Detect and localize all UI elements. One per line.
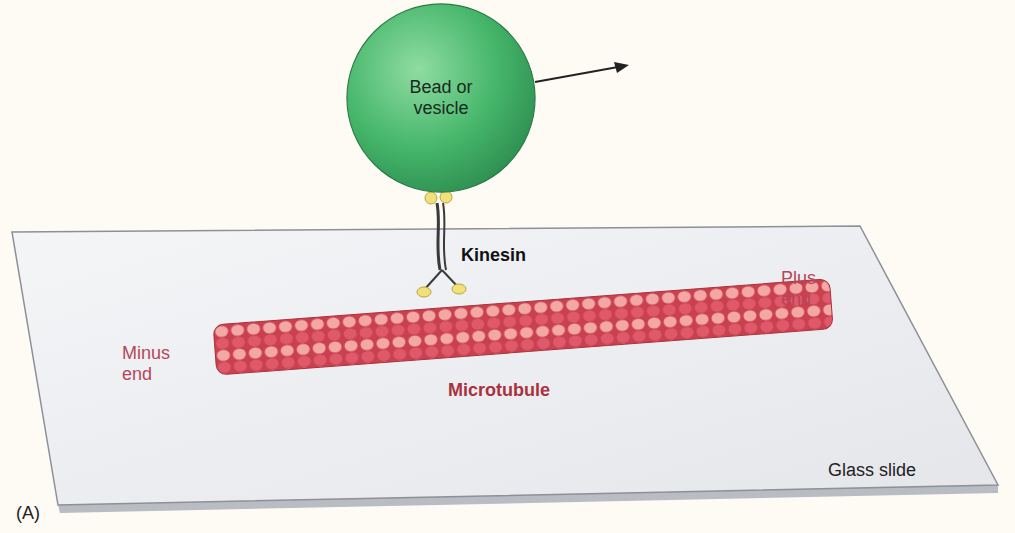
- end-label: Plus end: [781, 268, 837, 309]
- filament-label: Microtubule: [448, 380, 550, 401]
- panel-label: (A): [16, 503, 40, 524]
- bead-circle: Bead or vesicle: [345, 2, 537, 194]
- microtubule: [213, 279, 833, 375]
- motion-arrow: [535, 62, 629, 82]
- kinesin-motor: [417, 191, 466, 297]
- motor-label: Kinesin: [461, 245, 526, 266]
- glass-slide: [12, 226, 998, 505]
- surface-label: Glass slide: [828, 460, 916, 481]
- bead-text: Bead or vesicle: [402, 77, 480, 118]
- end-label: Minus end: [122, 343, 192, 384]
